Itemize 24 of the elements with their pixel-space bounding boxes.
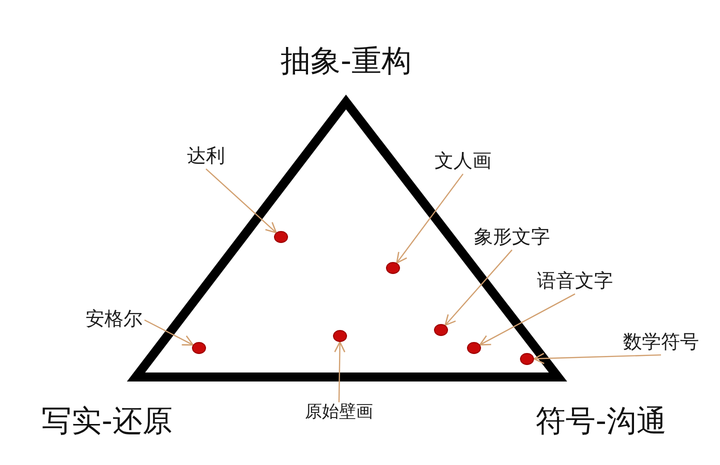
callout-label: 安格尔 xyxy=(84,308,144,332)
dot-marker xyxy=(274,231,288,243)
dot-marker xyxy=(333,330,347,342)
dot-marker xyxy=(520,353,534,365)
callout-label: 原始壁画 xyxy=(303,402,375,424)
corner-label: 符号-沟通 xyxy=(536,404,666,440)
dot-marker xyxy=(192,342,206,354)
dot-marker xyxy=(434,324,448,336)
corner-label: 抽象-重构 xyxy=(280,44,412,80)
dot-marker xyxy=(386,262,400,274)
leader-arrow xyxy=(479,293,576,346)
callout-label: 达利 xyxy=(185,145,227,169)
callout-label: 文人画 xyxy=(432,150,494,174)
callout-label: 数学符号 xyxy=(621,331,701,355)
leader-arrow xyxy=(396,174,464,264)
leader-arrow xyxy=(206,168,277,234)
dot-marker xyxy=(467,342,481,354)
leader-arrow xyxy=(334,341,346,402)
leader-arrow xyxy=(444,250,512,326)
leader-arrow xyxy=(144,319,194,346)
leader-arrow xyxy=(533,352,662,364)
callout-label: 象形文字 xyxy=(472,226,552,250)
corner-label: 写实-还原 xyxy=(42,404,172,440)
callout-label: 语音文字 xyxy=(535,270,615,294)
